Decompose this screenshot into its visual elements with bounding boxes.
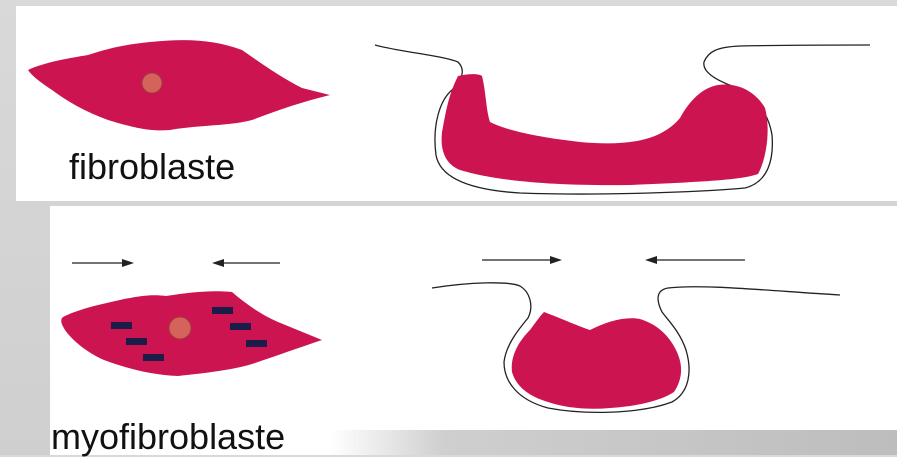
- myofibroblast-label: myofibroblaste: [51, 419, 285, 455]
- myofibroblast-cell: [61, 291, 322, 376]
- myofibroblast-nucleus: [169, 317, 191, 339]
- wound-tissue-contracted: [512, 312, 681, 409]
- contraction-arrows-left: [72, 259, 280, 267]
- wound-tissue-open: [442, 74, 768, 185]
- fibroblast-nucleus: [142, 73, 162, 93]
- fibroblast-cell: [28, 40, 330, 130]
- fibroblast-label: fibroblaste: [69, 149, 235, 185]
- contraction-arrows-right: [482, 256, 745, 264]
